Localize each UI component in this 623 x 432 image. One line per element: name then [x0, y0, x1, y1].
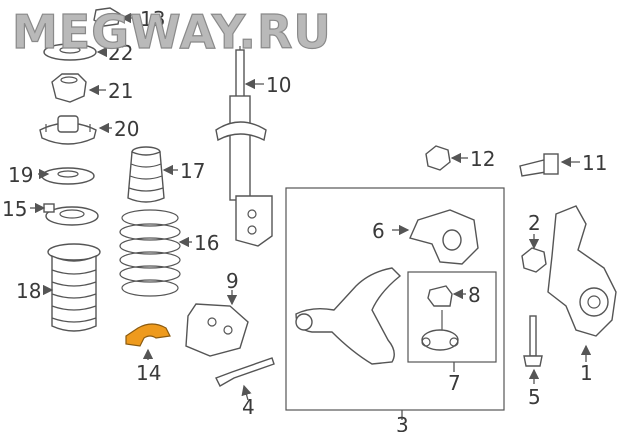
- callout-18: 18: [16, 279, 41, 303]
- callout-16: 16: [194, 231, 219, 255]
- callout-5: 5: [528, 385, 541, 409]
- part-20-strut-mount: [39, 115, 112, 145]
- part-15-insulator: [30, 202, 99, 226]
- part-13-nut: [93, 7, 138, 27]
- part-9-bracket: [185, 290, 249, 357]
- callout-14: 14: [136, 361, 161, 385]
- callout-6: 6: [372, 219, 385, 243]
- callout-8: 8: [468, 283, 481, 307]
- callout-15: 15: [2, 197, 27, 221]
- callout-20: 20: [114, 117, 139, 141]
- part-14-bracket-highlighted: [125, 323, 171, 360]
- callout-3: 3: [396, 413, 409, 432]
- part-17-bump-stop: [127, 146, 178, 203]
- part-19-spring-seat: [38, 167, 95, 185]
- part-22-washer: [43, 43, 108, 61]
- part-21-nut: [51, 73, 106, 103]
- part-3-control-arm-box: [285, 187, 505, 420]
- part-4-bolt: [215, 357, 275, 401]
- callout-1: 1: [580, 361, 593, 385]
- callout-10: 10: [266, 73, 291, 97]
- part-12-nut: [425, 145, 468, 171]
- callout-9: 9: [226, 269, 239, 293]
- callout-19: 19: [8, 163, 33, 187]
- part-11-bolt: [519, 153, 580, 177]
- part-10-strut: [215, 46, 273, 247]
- callout-4: 4: [242, 395, 255, 419]
- ball-joint: [421, 310, 459, 351]
- callout-2: 2: [528, 211, 541, 235]
- callout-22: 22: [108, 41, 133, 65]
- callout-7: 7: [448, 371, 461, 395]
- part-2-nut: [521, 234, 547, 273]
- callout-11: 11: [582, 151, 607, 175]
- callout-17: 17: [180, 159, 205, 183]
- part-18-dust-boot: [42, 243, 101, 332]
- callout-12: 12: [470, 147, 495, 171]
- part-7-ball-joint-box: [407, 271, 497, 372]
- callout-21: 21: [108, 79, 133, 103]
- part-6-bushing: [392, 209, 479, 265]
- control-arm: [295, 267, 402, 365]
- part-1-steering-knuckle: [547, 205, 617, 362]
- part-16-coil-spring: [119, 209, 192, 297]
- part-8-ball-joint-boot: [427, 285, 466, 307]
- watermark-logo: MEGWAY.RU: [12, 5, 332, 59]
- part-5-bolt: [523, 315, 543, 384]
- callout-13: 13: [140, 7, 165, 31]
